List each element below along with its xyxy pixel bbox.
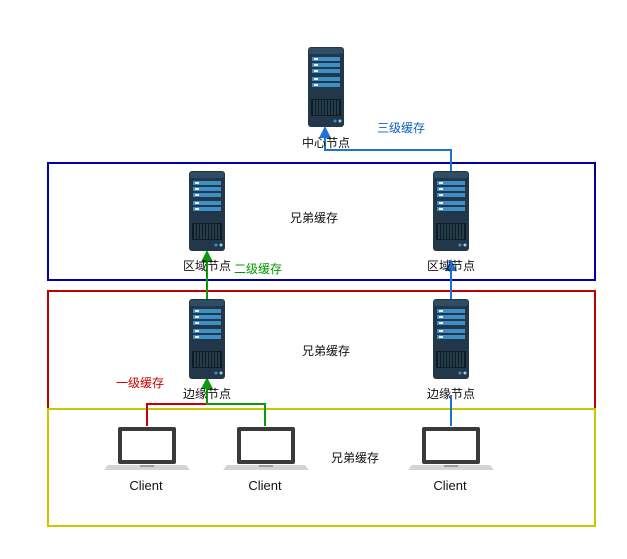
region-right-to-center-arrow <box>319 126 452 171</box>
center-server-icon <box>307 46 345 128</box>
client-layer-label: 兄弟缓存 <box>331 451 379 465</box>
edge-layer-label: 兄弟缓存 <box>302 344 350 358</box>
level1-cache-label: 一级缓存 <box>116 376 164 390</box>
client3-label: Client <box>433 478 467 493</box>
region-left-server-icon <box>188 170 226 252</box>
edge-right-node-label: 边缘节点 <box>427 387 475 401</box>
edge-right-server-icon <box>432 298 470 380</box>
center-node-label: 中心节点 <box>302 135 350 150</box>
level2-cache-label: 二级缓存 <box>234 262 282 276</box>
region-left-node-label: 区域节点 <box>183 259 231 273</box>
client2-label: Client <box>248 478 282 493</box>
region-layer-label: 兄弟缓存 <box>290 211 338 225</box>
client1-laptop-icon <box>104 427 190 470</box>
client3-laptop-icon <box>408 427 494 470</box>
edge-left-node-label: 边缘节点 <box>183 387 231 401</box>
client2-laptop-icon <box>223 427 309 470</box>
level3-cache-label: 三级缓存 <box>377 121 425 135</box>
edge-left-server-icon <box>188 298 226 380</box>
region-right-server-icon <box>432 170 470 252</box>
region-layer-frame <box>47 162 596 281</box>
client-layer-frame <box>47 408 596 527</box>
region-right-node-label: 区域节点 <box>427 259 475 273</box>
client2-to-edge-left-arrow <box>201 377 266 426</box>
client1-label: Client <box>129 478 163 493</box>
